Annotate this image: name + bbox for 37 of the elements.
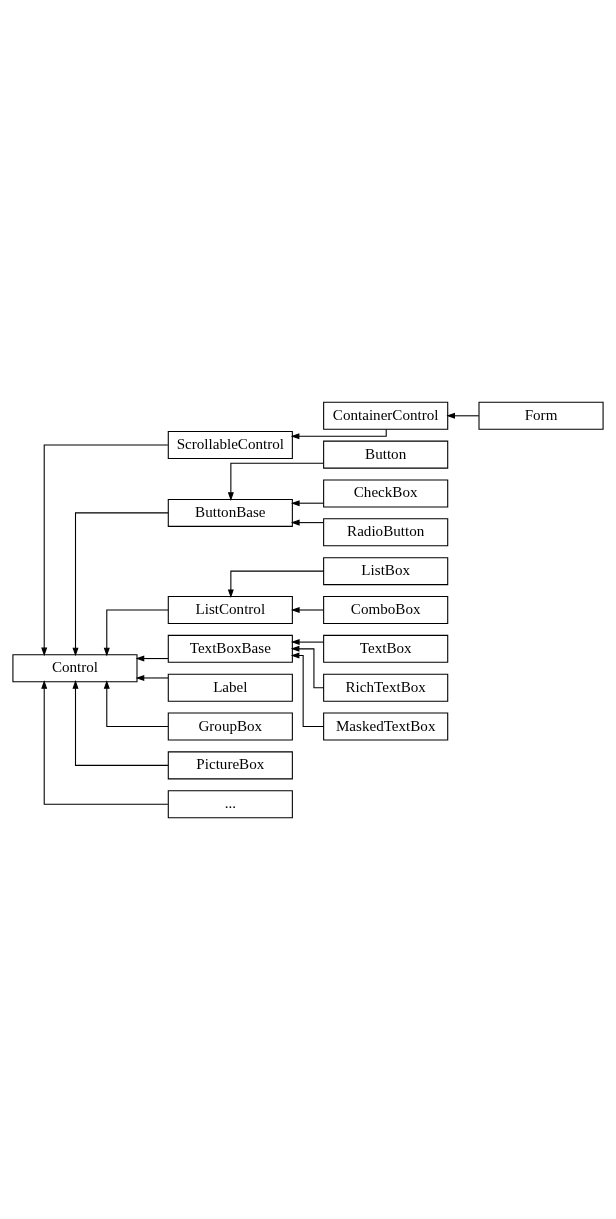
arrow (72, 679, 169, 766)
node-box: TextBoxBase (167, 634, 293, 663)
node-box: Form (478, 401, 604, 430)
arrow (291, 519, 324, 526)
node-box: PictureBox (167, 750, 293, 779)
arrow (291, 638, 324, 645)
node-box: Button (323, 440, 449, 469)
node-box: MaskedTextBox (323, 712, 449, 741)
node-box: TextBox (323, 634, 449, 663)
node-box: Control (12, 653, 138, 682)
node-box: CheckBox (323, 478, 449, 507)
arrow (41, 443, 169, 656)
arrow (290, 645, 325, 688)
node-box: ... (167, 789, 293, 818)
node-box: ScrollableControl (167, 430, 293, 459)
arrow (41, 679, 169, 805)
arrow (227, 462, 325, 501)
node-box: Label (167, 673, 293, 702)
arrow (103, 608, 169, 656)
arrow (290, 428, 387, 439)
node-box: ButtonBase (167, 498, 293, 527)
node-box: ContainerControl (323, 401, 449, 430)
arrow (290, 652, 325, 727)
node-box: ComboBox (323, 595, 449, 624)
node-box: RadioButton (323, 517, 449, 546)
node-box: GroupBox (167, 712, 293, 741)
arrow (446, 412, 480, 419)
arrow (72, 511, 169, 656)
node-box: ListControl (167, 595, 293, 624)
arrow (291, 606, 324, 613)
arrow (135, 655, 169, 662)
arrow (103, 679, 169, 727)
node-box: RichTextBox (323, 673, 449, 702)
arrow (135, 674, 169, 681)
arrow (291, 499, 324, 506)
node-box: ListBox (323, 556, 449, 585)
arrow (227, 570, 325, 598)
